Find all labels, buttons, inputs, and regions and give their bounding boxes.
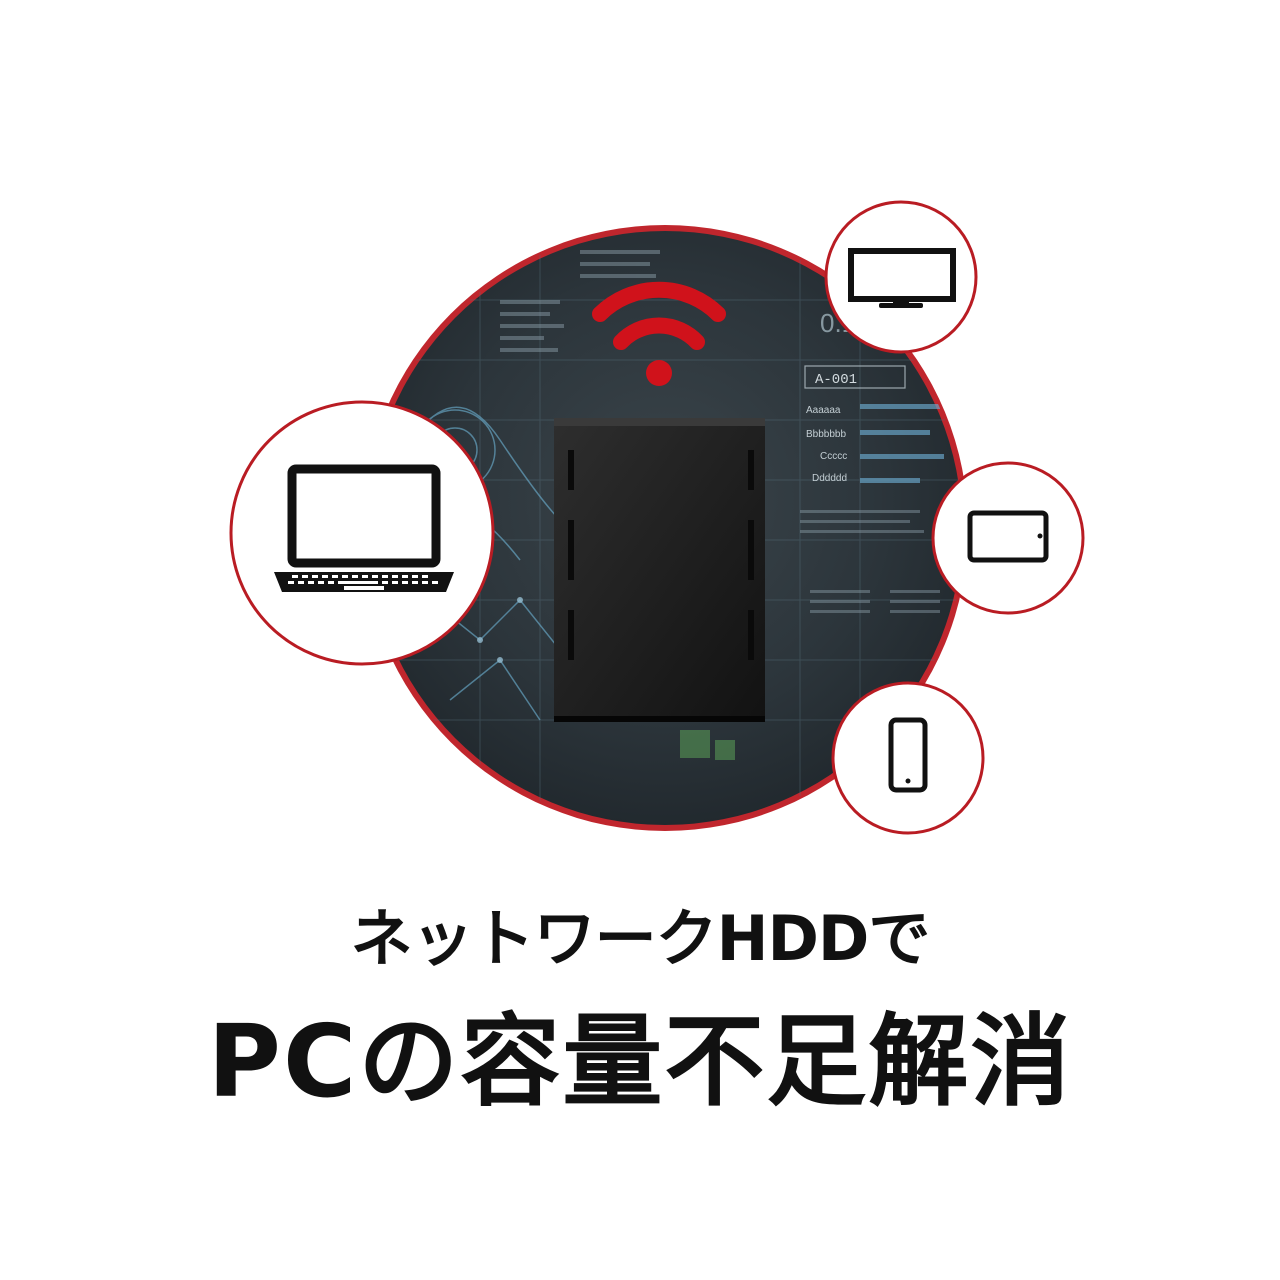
- headline-line-1: ネットワークHDDで: [350, 902, 931, 975]
- monitor-bubble: [824, 200, 978, 354]
- bg-row-label-3: Ccccc: [820, 451, 847, 462]
- smartphone-bubble: [831, 681, 985, 835]
- tablet-bubble: [931, 461, 1085, 615]
- headline-line-2: PCの容量不足解消: [207, 1003, 1073, 1120]
- bg-row-label-1: Aaaaaa: [806, 405, 841, 416]
- bg-panel-box: [804, 365, 906, 389]
- wifi-icon: [592, 281, 726, 386]
- bg-row-label-2: Bbbbbbb: [806, 429, 846, 440]
- network-hdd-device: [554, 418, 765, 722]
- smartphone-icon: [888, 717, 928, 793]
- bg-row-label-4: Dddddd: [812, 473, 847, 484]
- laptop-icon: [274, 464, 454, 592]
- tablet-icon: [967, 510, 1049, 563]
- laptop-bubble: [229, 400, 495, 666]
- bg-panel-id: A-001: [815, 372, 857, 388]
- monitor-icon: [848, 248, 956, 308]
